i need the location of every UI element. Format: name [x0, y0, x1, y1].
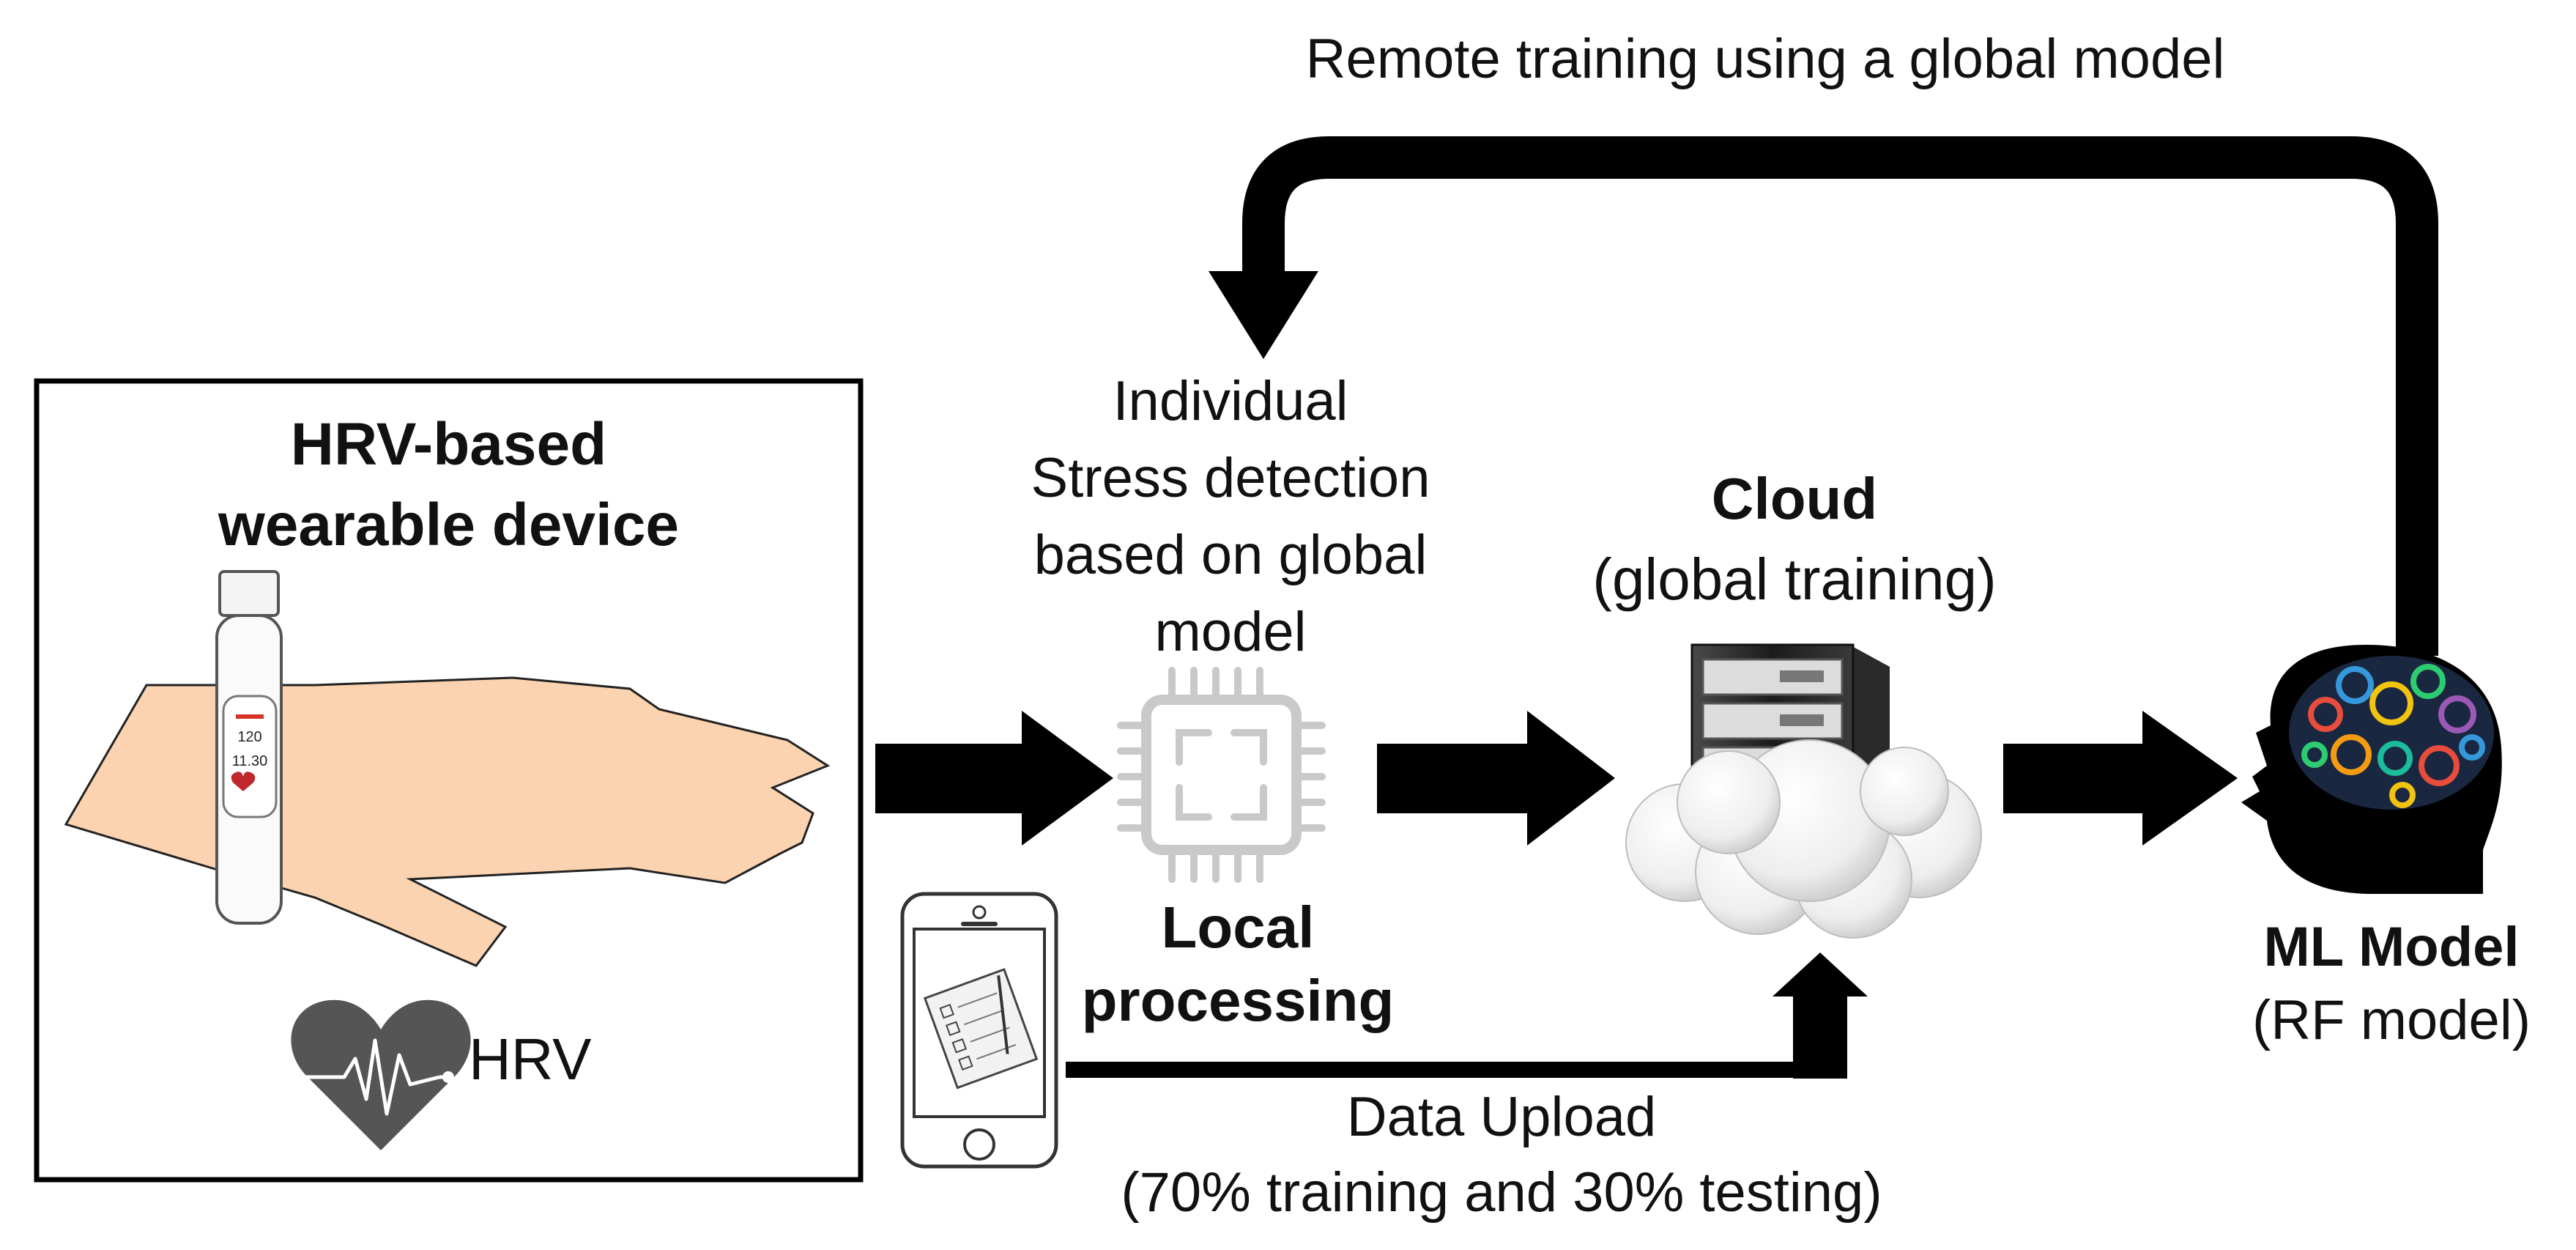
local-title-line1: Local	[1161, 895, 1315, 960]
cloud-icon	[1625, 739, 1982, 939]
hrv-heart-icon	[291, 999, 471, 1150]
local-title-line2: processing	[1081, 968, 1395, 1033]
local-desc-line3: based on global	[1033, 524, 1428, 586]
arrow-device-to-local	[875, 711, 1113, 846]
feedback-label: Remote training using a global model	[1305, 28, 2225, 90]
local-desc-line1: Individual	[1113, 370, 1348, 432]
feedback-arrowhead	[1209, 271, 1318, 359]
upload-line2: (70% training and 30% testing)	[1121, 1161, 1882, 1224]
ml-title: ML Model	[2263, 916, 2520, 978]
arrow-local-to-cloud	[1377, 711, 1615, 846]
cloud-title: Cloud	[1711, 466, 1878, 531]
device-title-line1: HRV-based	[290, 411, 607, 478]
phone-icon	[900, 892, 1058, 1169]
local-desc-line4: model	[1154, 601, 1307, 663]
feedback-arrow	[1242, 136, 2438, 656]
watch-icon: 120 11.30	[215, 570, 283, 925]
watch-reading-2: 11.30	[232, 753, 268, 769]
hrv-label: HRV	[469, 1027, 592, 1092]
watch-reading-1: 120	[237, 729, 261, 745]
chip-icon	[1117, 667, 1326, 883]
upload-arrowhead	[1773, 953, 1868, 996]
device-title-line2: wearable device	[218, 492, 680, 558]
ml-subtitle: (RF model)	[2252, 989, 2531, 1051]
head-brain-icon	[2241, 645, 2502, 894]
upload-line1: Data Upload	[1346, 1086, 1657, 1148]
cloud-subtitle: (global training)	[1592, 547, 1997, 612]
local-desc-line2: Stress detection	[1031, 447, 1430, 509]
arrow-cloud-to-ml	[2003, 711, 2238, 846]
